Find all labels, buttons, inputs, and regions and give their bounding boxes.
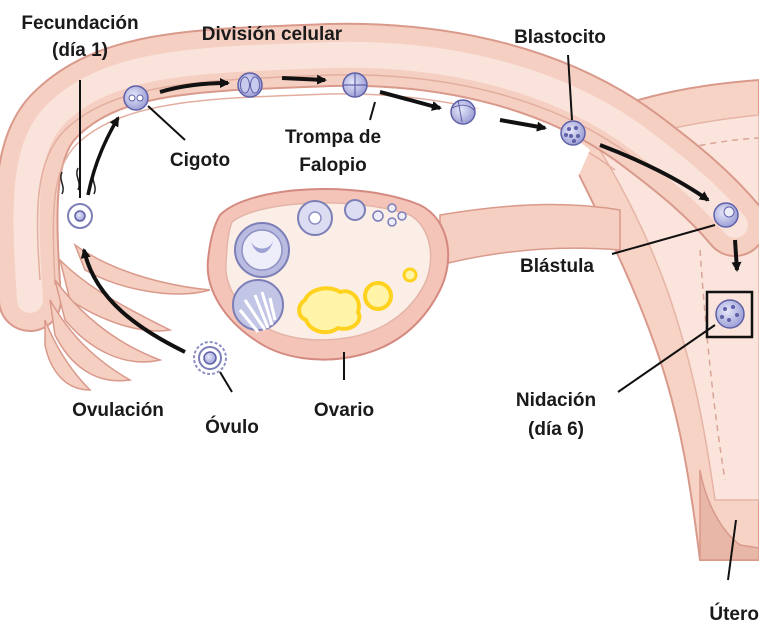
arrow-blastula-to-implantation — [735, 240, 737, 270]
label-utero: Útero — [709, 603, 759, 625]
arrow-to-zygote — [88, 118, 118, 195]
follicle-small-3 — [388, 204, 396, 212]
four-cell-stage — [343, 73, 367, 97]
label-cigoto: Cigoto — [170, 150, 230, 171]
ruptured-follicle — [233, 280, 283, 332]
label-fecundacion-dia: (día 1) — [52, 40, 108, 61]
corpus-luteum-medium — [365, 283, 391, 309]
label-fecundacion: Fecundación — [21, 13, 138, 34]
label-ovulo: Óvulo — [205, 416, 259, 438]
fertilization-ovum — [68, 204, 92, 228]
label-nidacion: Nidación — [516, 390, 596, 411]
arrow-2cell-to-4cell — [282, 78, 325, 80]
label-trompa-1: Trompa de — [285, 127, 381, 148]
zygote — [124, 86, 148, 110]
morula — [451, 100, 475, 124]
corpus-luteum-large — [299, 288, 359, 332]
corpus-luteum-small — [404, 269, 416, 281]
blastocyst — [561, 121, 585, 145]
follicle-small-5 — [388, 218, 396, 226]
follicle-small-4 — [398, 212, 406, 220]
ovulated-ovum — [194, 342, 226, 374]
ovary — [208, 189, 448, 360]
label-ovulacion: Ovulación — [72, 400, 164, 421]
label-blastula: Blástula — [520, 256, 594, 277]
follicle-medium-oocyte — [309, 212, 321, 224]
two-cell-stage — [238, 73, 262, 97]
label-ovario: Ovario — [314, 400, 374, 421]
follicle-small-1 — [345, 200, 365, 220]
blastula — [714, 203, 738, 227]
follicle-small-2 — [373, 211, 383, 221]
label-trompa-2: Falopio — [299, 155, 367, 176]
label-division-celular: División celular — [202, 24, 343, 45]
leader-ovulo — [220, 372, 232, 392]
label-nidacion-dia: (día 6) — [528, 419, 584, 440]
label-blastocito: Blastocito — [514, 27, 606, 48]
